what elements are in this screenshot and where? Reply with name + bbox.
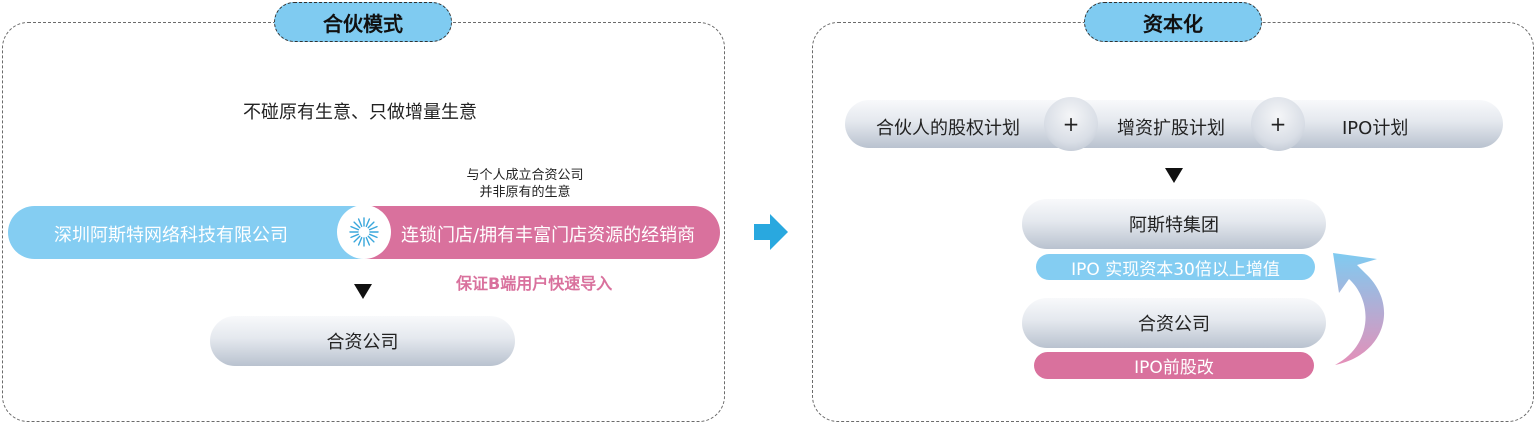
down-arrow-icon-2: [1165, 168, 1183, 183]
plan-2-label: 增资扩股计划: [1117, 118, 1225, 139]
group-note-pill: IPO 实现资本30倍以上增值: [1036, 254, 1315, 280]
plans-bar: [845, 100, 1503, 148]
capitalization-title: 资本化: [1084, 2, 1262, 42]
curved-arrow-icon: [1333, 253, 1385, 365]
sunburst-graphic: [349, 217, 379, 247]
jv-pill: 合资公司: [1022, 298, 1326, 348]
note-line-1: 与个人成立合资公司: [466, 168, 584, 183]
plan-1-label: 合伙人的股权计划: [876, 118, 1020, 139]
group-pill: 阿斯特集团: [1022, 199, 1326, 249]
sunburst-icon: [337, 205, 391, 259]
pink-caption: 保证B端用户快速导入: [456, 274, 613, 293]
down-arrow-icon: [354, 284, 372, 299]
jv-note-pill: IPO前股改: [1034, 352, 1314, 379]
right-arrow-icon: [754, 214, 788, 250]
plus-icon-2: +: [1251, 97, 1305, 151]
partnership-title: 合伙模式: [274, 2, 452, 42]
dealer-label: 连锁门店/拥有丰富门店资源的经销商: [401, 225, 696, 246]
joint-venture-pill: 合资公司: [210, 316, 515, 366]
plus-icon-1: +: [1044, 97, 1098, 151]
note-line-2: 并非原有的生意: [479, 185, 571, 200]
slogan-text: 不碰原有生意、只做增量生意: [243, 102, 477, 123]
company-bar-right: [364, 206, 720, 259]
plan-3-label: IPO计划: [1342, 118, 1409, 139]
company-name-label: 深圳阿斯特网络科技有限公司: [54, 225, 288, 246]
company-bar-left: [8, 206, 368, 259]
